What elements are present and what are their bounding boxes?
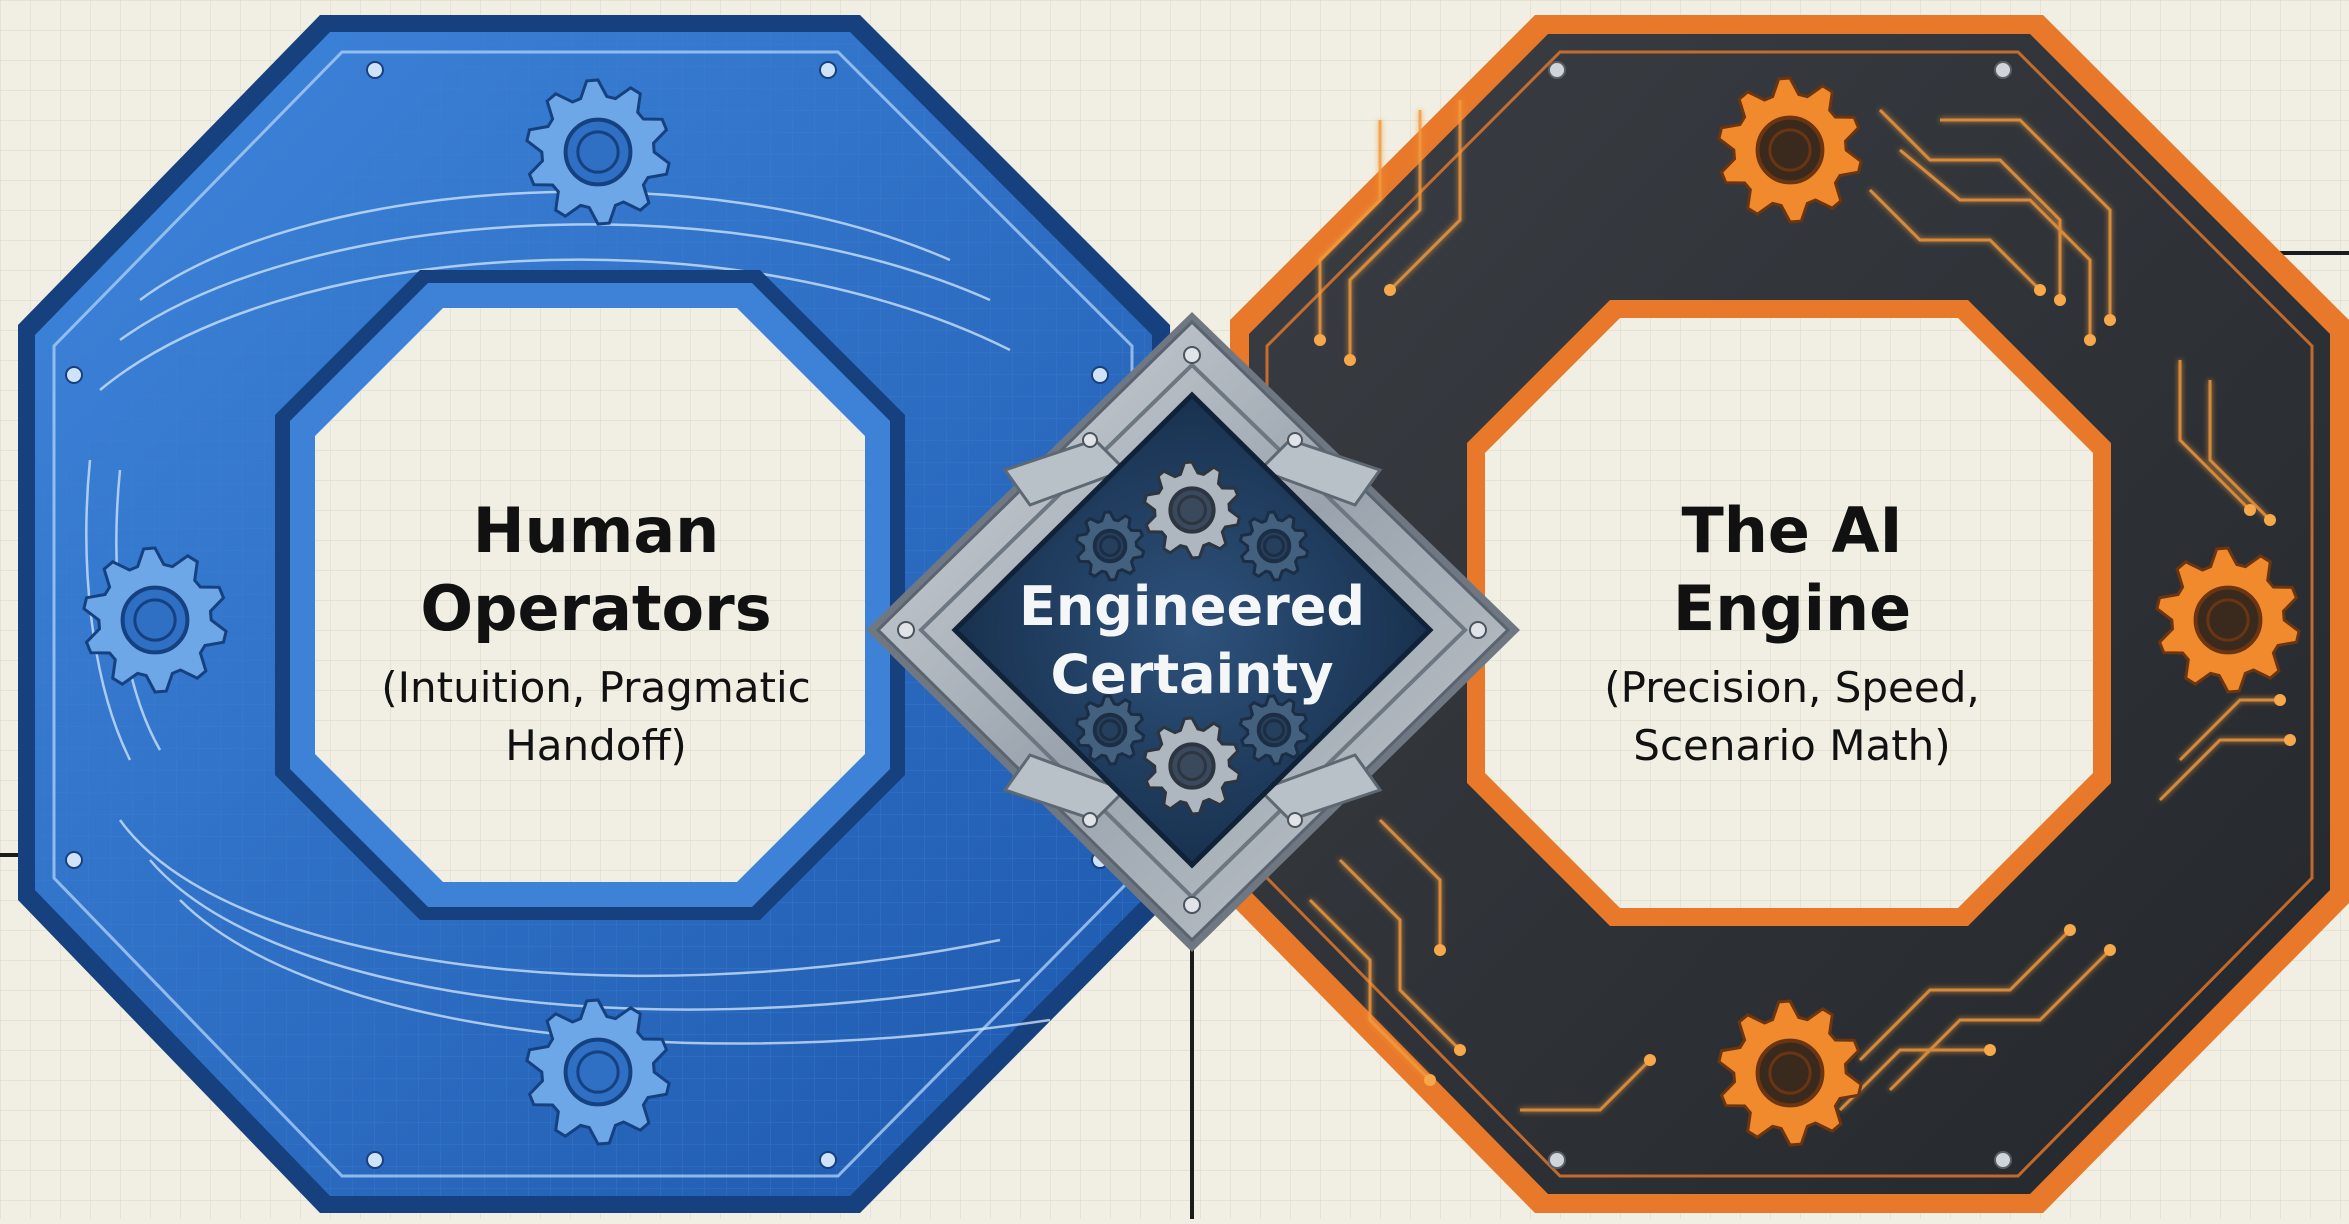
badge-bolts [897, 346, 1487, 914]
gear-icon [1238, 510, 1310, 582]
ai-engine-subtitle-line-2: Scenario Math) [1633, 721, 1950, 770]
human-operators-octagon [18, 15, 1170, 1213]
badge-text-line-2: Certainty [1050, 643, 1333, 706]
gear-icon [525, 78, 671, 226]
human-operators-screws [65, 61, 1109, 1169]
gear-icon [1717, 76, 1863, 224]
ai-engine-label: The AI Engine (Precision, Speed, Scenari… [1604, 494, 1980, 770]
gear-icon [1142, 716, 1242, 816]
gear-icon [1142, 460, 1242, 560]
badge-navy-panel [951, 391, 1434, 869]
ai-engine-title-line-2: Engine [1673, 572, 1911, 645]
gear-icon [1717, 999, 1863, 1147]
engineered-certainty-badge [866, 312, 1520, 952]
circuit-traces [1308, 100, 2290, 1112]
gear-icon [525, 998, 671, 1146]
ai-engine-octagon [1230, 15, 2349, 1213]
badge-text-line-1: Engineered [1019, 575, 1365, 638]
circuit-nodes [1314, 284, 2296, 1086]
gear-icon [1238, 694, 1310, 766]
human-operators-subtitle-line-2: Handoff) [505, 721, 687, 770]
flow-lines [85, 190, 1051, 1045]
ai-engine-title-line-1: The AI [1681, 494, 1902, 567]
human-operators-title-line-1: Human [473, 494, 720, 567]
human-operators-label: Human Operators (Intuition, Pragmatic Ha… [381, 494, 810, 770]
gear-icon [2155, 546, 2301, 694]
engineered-certainty-label: Engineered Certainty [1019, 575, 1365, 706]
human-operators-title-line-2: Operators [420, 572, 771, 645]
gear-icon [82, 546, 228, 694]
ai-engine-subtitle-line-1: (Precision, Speed, [1604, 663, 1980, 712]
gear-icon [1074, 510, 1146, 582]
gear-icon [1074, 694, 1146, 766]
human-operators-subtitle-line-1: (Intuition, Pragmatic [381, 663, 810, 712]
ai-engine-screws [1548, 61, 2012, 1169]
